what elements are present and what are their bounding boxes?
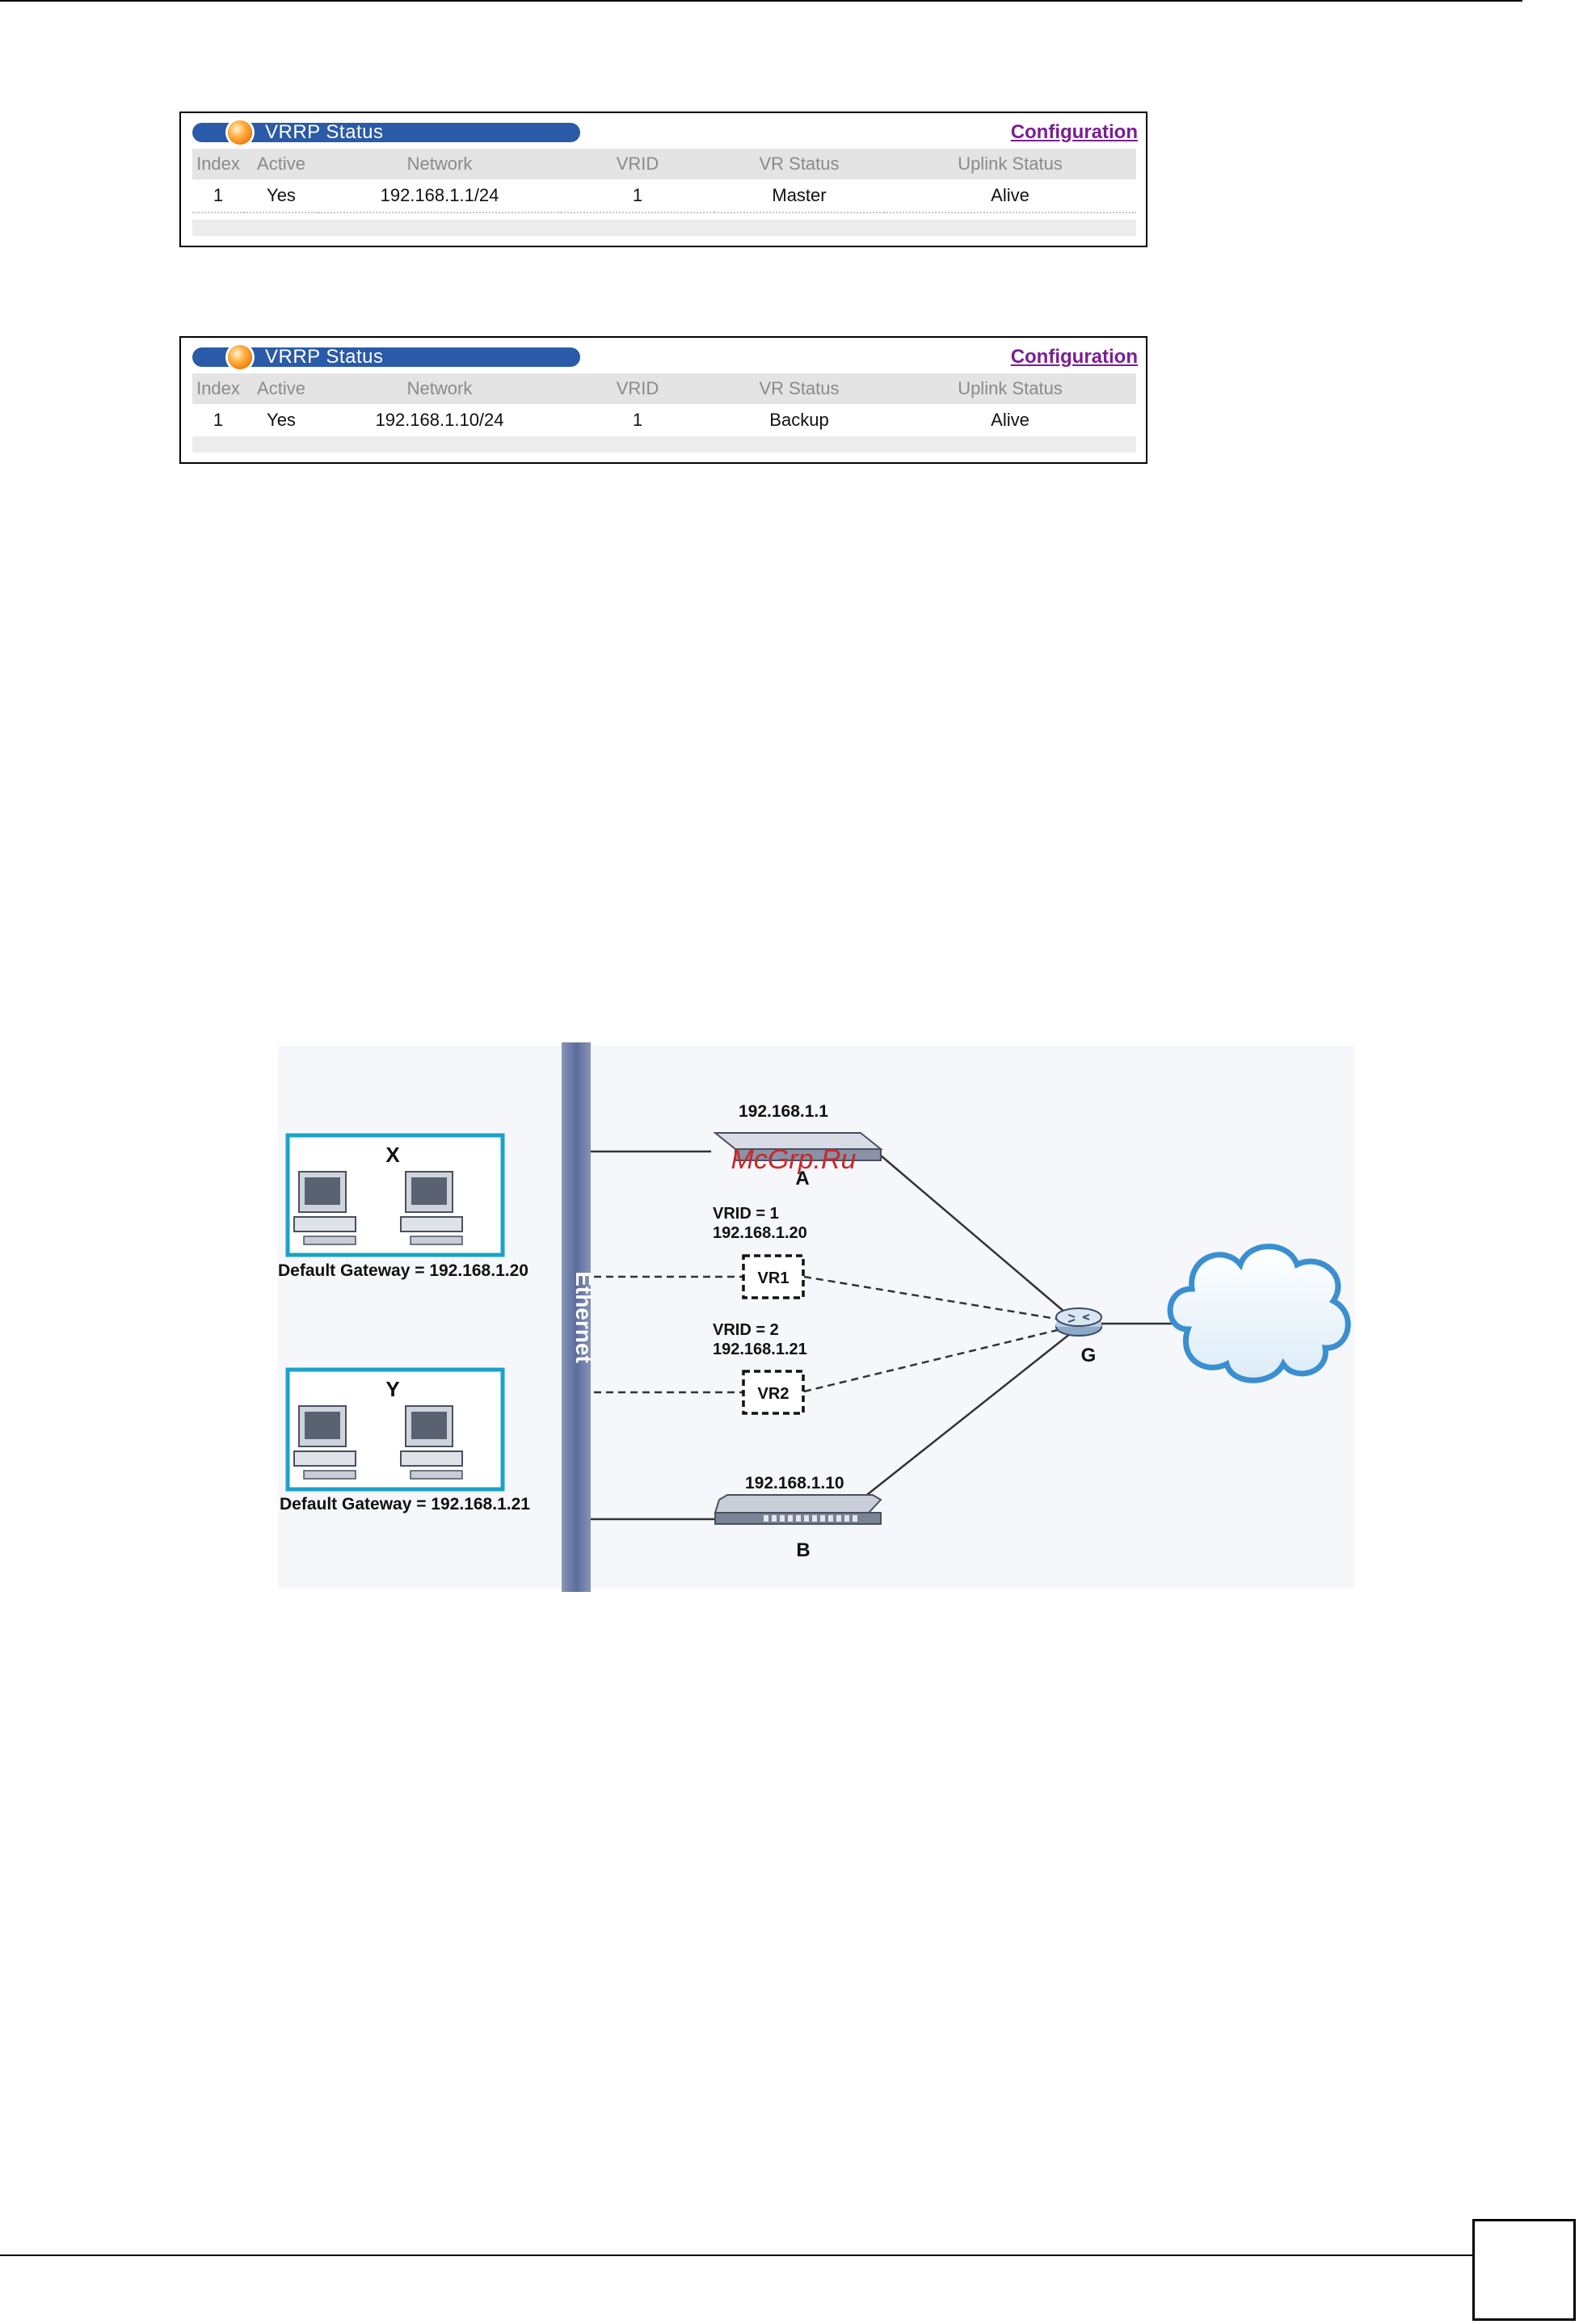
- column-header-uplink-status: Uplink Status: [884, 373, 1136, 404]
- internet-cloud-icon: [1167, 1244, 1351, 1383]
- switch-a-icon: [713, 1132, 883, 1161]
- status-orb-icon: [228, 345, 252, 369]
- table-header-row: Index Active Network VRID VR Status Upli…: [192, 149, 1136, 179]
- status-orb-icon: [228, 120, 252, 145]
- cell-vr-status: Backup: [714, 404, 884, 438]
- link-vr2-router: [803, 1325, 1072, 1393]
- switch-b-label: B: [796, 1539, 810, 1561]
- host-group-x: X: [285, 1133, 505, 1257]
- column-header-active: Active: [244, 149, 318, 179]
- watermark-text: McGrp.Ru: [731, 1144, 857, 1175]
- column-header-network: Network: [318, 149, 561, 179]
- cell-vrid: 1: [561, 179, 714, 213]
- panel-title-bar: VRRP Status: [192, 120, 580, 145]
- solid-links: [562, 1150, 1172, 1521]
- cell-vrid: 1: [561, 404, 714, 438]
- vr1-ip-label: 192.168.1.20: [713, 1224, 807, 1242]
- vrrp-status-table: Index Active Network VRID VR Status Upli…: [192, 373, 1136, 438]
- vr2-label: VR2: [758, 1385, 790, 1403]
- host-group-y-box: [285, 1367, 505, 1492]
- router-g-label: G: [1081, 1345, 1097, 1366]
- cell-network: 192.168.1.1/24: [318, 179, 561, 213]
- switch-a-ip: 192.168.1.1: [739, 1102, 828, 1121]
- vrrp-status-panel-master: VRRP Status Configuration Index Active N…: [179, 112, 1147, 247]
- switch-a-label: A: [795, 1168, 809, 1189]
- computer-icon: [293, 1171, 356, 1245]
- cell-network: 192.168.1.10/24: [318, 404, 561, 438]
- column-header-vr-status: VR Status: [714, 373, 884, 404]
- bottom-rule: [0, 2255, 1472, 2256]
- vr2-vrid-label: VRID = 2: [713, 1321, 779, 1339]
- virtual-router-vr2-box: [742, 1370, 805, 1415]
- column-header-vr-status: VR Status: [714, 149, 884, 179]
- column-header-active: Active: [244, 373, 318, 404]
- column-header-uplink-status: Uplink Status: [884, 149, 1136, 179]
- column-header-network: Network: [318, 373, 561, 404]
- configuration-link[interactable]: Configuration: [1010, 346, 1138, 368]
- cell-uplink-status: Alive: [884, 179, 1136, 213]
- router-g-icon: [1055, 1307, 1102, 1337]
- configuration-link[interactable]: Configuration: [1010, 121, 1138, 143]
- vr2-ip-label: 192.168.1.21: [713, 1341, 807, 1358]
- panel-title-bar: VRRP Status: [192, 345, 580, 369]
- gateway-y-label: Default Gateway = 192.168.1.21: [280, 1495, 530, 1514]
- switch-b-icon: [714, 1494, 882, 1525]
- cell-active: Yes: [244, 179, 318, 213]
- host-group-y-label: Y: [385, 1377, 399, 1401]
- virtual-router-vr1-box: [742, 1254, 805, 1299]
- switch-b-ip: 192.168.1.10: [745, 1474, 844, 1492]
- vrrp-status-table: Index Active Network VRID VR Status Upli…: [192, 149, 1136, 213]
- column-header-vrid: VRID: [561, 149, 714, 179]
- page-number-box: [1472, 2219, 1576, 2321]
- computer-icon: [293, 1405, 356, 1480]
- panel-footer-bar: [192, 436, 1136, 453]
- vrrp-network-diagram: Ethernet X Default Gateway = 192.168.1.2…: [275, 1042, 1358, 1592]
- computer-icon: [400, 1171, 463, 1245]
- ethernet-bus: [562, 1042, 591, 1592]
- column-header-index: Index: [192, 149, 244, 179]
- column-header-index: Index: [192, 373, 244, 404]
- panel-title: VRRP Status: [265, 121, 384, 143]
- vr1-label: VR1: [758, 1269, 790, 1287]
- top-rule: [0, 0, 1522, 2]
- table-row: 1 Yes 192.168.1.1/24 1 Master Alive: [192, 179, 1136, 213]
- dashed-links: [582, 1275, 1072, 1394]
- link-vr1-router: [803, 1275, 1072, 1323]
- link-b-router: [844, 1333, 1072, 1514]
- panel-footer-bar: [192, 220, 1136, 236]
- column-header-vrid: VRID: [561, 373, 714, 404]
- ethernet-label: Ethernet: [571, 1271, 596, 1363]
- table-row: 1 Yes 192.168.1.10/24 1 Backup Alive: [192, 404, 1136, 438]
- table-header-row: Index Active Network VRID VR Status Upli…: [192, 373, 1136, 404]
- host-group-x-label: X: [385, 1143, 400, 1167]
- host-group-y: Y: [285, 1367, 505, 1492]
- vr1-vrid-label: VRID = 1: [713, 1205, 779, 1223]
- diagram-canvas: Ethernet X Default Gateway = 192.168.1.2…: [278, 1042, 1354, 1592]
- cell-index: 1: [192, 179, 244, 213]
- computer-icon: [400, 1405, 463, 1480]
- cell-active: Yes: [244, 404, 318, 438]
- cell-uplink-status: Alive: [884, 404, 1136, 438]
- gateway-x-label: Default Gateway = 192.168.1.20: [278, 1261, 528, 1280]
- link-a-router: [880, 1155, 1072, 1318]
- panel-title: VRRP Status: [265, 346, 384, 368]
- cell-vr-status: Master: [714, 179, 884, 213]
- vrrp-status-panel-backup: VRRP Status Configuration Index Active N…: [179, 336, 1147, 464]
- cell-index: 1: [192, 404, 244, 438]
